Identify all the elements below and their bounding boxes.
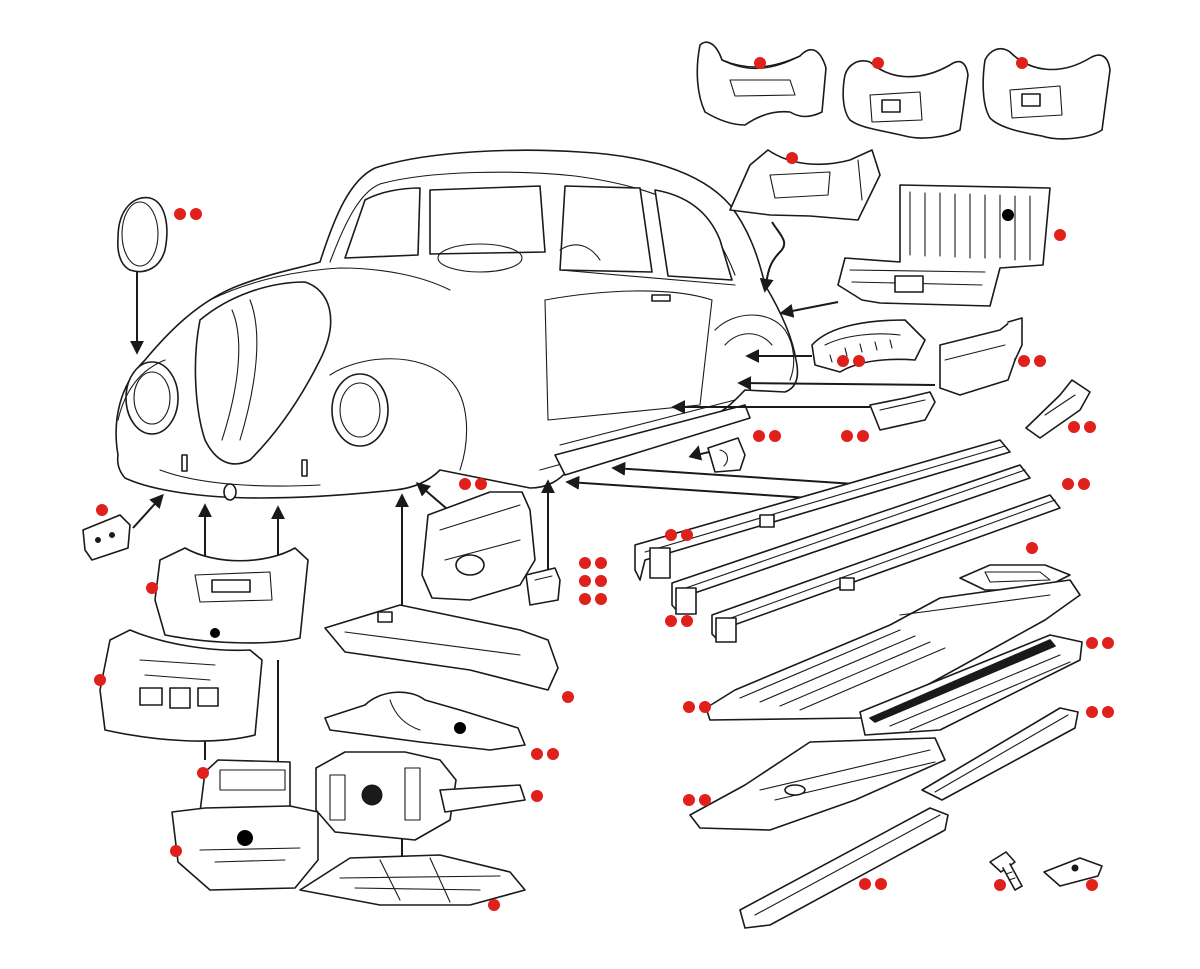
marker-dot-battery-tray [1026,542,1038,554]
marker-dot-heater-channel-end [857,430,869,442]
marker-dot-headlight-bucket [190,208,202,220]
marker-dot-front-inner-fender [475,478,487,490]
marker-dot-front-beam-mount [197,767,209,779]
marker-dot-front-bracket-left [96,504,108,516]
front-inner-fender [421,491,536,601]
marker-dot-rear-quarter-section [1018,355,1030,367]
headlight-bucket [117,196,168,273]
door-post-brackets [525,567,561,606]
floor-pan-section-2 [921,707,1079,801]
marker-dot-rear-apron-2 [872,57,884,69]
floor-pan-section-1 [689,737,946,831]
marker-dot-heater-channel-long-2 [681,529,693,541]
marker-dot-wheelhouse-arch [853,355,865,367]
marker-dot-heater-channel-long-3 [665,615,677,627]
heater-channel-long-3 [711,494,1061,643]
marker-dot-door-post-brackets [579,557,591,569]
small-bracket-right [1025,379,1091,439]
marker-dot-small-bracket-right [1084,421,1096,433]
marker-dot-frame-head [531,748,543,760]
inner-wheelhouse-upper [729,149,881,221]
rear-floor-panel [837,184,1051,307]
front-apron-upper [154,547,309,644]
marker-dot-front-apron-upper [146,582,158,594]
rear-apron-1 [696,41,827,126]
marker-dot-floor-clip [769,430,781,442]
rear-apron-3 [982,48,1111,140]
marker-dot-small-bracket-right [1068,421,1080,433]
marker-dot-inner-wheelhouse-upper [786,152,798,164]
marker-dot-heater-channel-long-3 [681,615,693,627]
marker-dot-floor-pan-section-2 [699,794,711,806]
marker-dot-floor-pan-half-1 [1086,637,1098,649]
marker-dot-rear-apron-3 [1016,57,1028,69]
bolt [989,851,1023,891]
marker-dot-rear-apron-1 [754,57,766,69]
marker-dot-door-post-brackets [579,593,591,605]
marker-dot-front-valance [531,790,543,802]
marker-dot-door-post-brackets [579,575,591,587]
floor-pan-half-1 [705,579,1081,721]
clip-nut [1043,857,1103,887]
marker-dot-floor-pan-section-2 [683,794,695,806]
marker-dot-front-apron-lower [94,674,106,686]
marker-dot-clip-nut [1086,879,1098,891]
spare-wheel-well [171,805,319,891]
front-beam-mount [199,759,291,813]
marker-dot-frame-head [547,748,559,760]
marker-dot-wheelhouse-arch [837,355,849,367]
marker-dot-floor-pan-strip [859,878,871,890]
marker-dot-floor-clip [753,430,765,442]
heater-channel-long-2 [671,464,1031,615]
marker-dot-heater-channel-long-1 [1078,478,1090,490]
marker-dot-floor-pan-strip [875,878,887,890]
marker-dots [94,57,1114,911]
marker-dot-headlight-bucket [174,208,186,220]
battery-tray [315,751,526,841]
heater-channel-end [869,391,936,431]
marker-dot-rear-floor-panel [1054,229,1066,241]
floor-clip [707,437,746,473]
marker-dot-frame-fork-plate [488,899,500,911]
rear-quarter-section [939,317,1023,396]
rear-apron-2 [842,60,969,139]
frame-head-upper [324,604,559,691]
floor-pan-half-2 [859,634,1083,736]
heater-channel-long-1 [634,439,1011,581]
floor-pan-strip [739,807,949,929]
frame-head [324,691,526,751]
marker-dot-floor-pan-section-1 [1086,706,1098,718]
car-body [115,149,799,501]
marker-dot-front-inner-fender [459,478,471,490]
marker-dot-heater-channel-long-1 [1062,478,1074,490]
marker-dot-floor-pan-half-1 [1102,637,1114,649]
marker-dot-heater-channel-long-2 [665,529,677,541]
marker-dot-floor-pan-half-2 [683,701,695,713]
marker-dot-heater-channel-end [841,430,853,442]
marker-dot-floor-pan-half-2 [699,701,711,713]
marker-dot-bolt [994,879,1006,891]
marker-dot-floor-pan-section-1 [1102,706,1114,718]
marker-dot-door-post-brackets [595,557,607,569]
frame-fork-plate [299,854,526,906]
marker-dot-rear-quarter-section [1034,355,1046,367]
front-bracket-left [82,514,131,561]
marker-dot-door-post-brackets [595,593,607,605]
marker-dot-door-post-brackets [595,575,607,587]
marker-dot-spare-wheel-well [170,845,182,857]
front-apron-lower [99,629,263,742]
wheelhouse-arch [811,319,926,373]
marker-dot-frame-head-upper [562,691,574,703]
